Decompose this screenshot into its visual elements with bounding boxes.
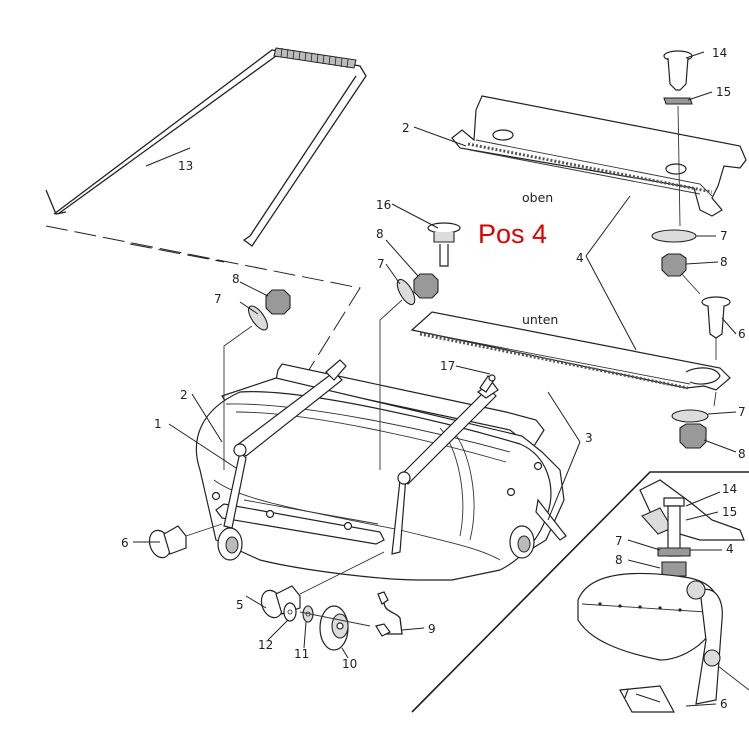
detail-callout-8: 8 bbox=[615, 553, 623, 567]
callout-10: 10 bbox=[342, 657, 357, 671]
detail-callout-labels: 14 15 7 8 4 7 6 bbox=[615, 482, 737, 711]
wheel-10 bbox=[319, 605, 349, 651]
callout-3: 3 bbox=[585, 431, 593, 445]
axle-guide bbox=[299, 611, 371, 627]
nut-washer-middle bbox=[379, 273, 439, 470]
spring-coil bbox=[273, 47, 357, 69]
washer-12 bbox=[283, 602, 297, 622]
label-oben: oben bbox=[522, 190, 553, 205]
screw-17 bbox=[479, 374, 496, 393]
callout-2-rail: 2 bbox=[402, 121, 410, 135]
callout-8-right-bottom: 8 bbox=[738, 447, 746, 461]
detail-inset bbox=[411, 471, 749, 713]
callout-1: 1 bbox=[154, 417, 162, 431]
wheel-left bbox=[217, 527, 243, 561]
callout-9: 9 bbox=[428, 622, 436, 636]
position-title: Pos 4 bbox=[478, 219, 547, 249]
callout-16: 16 bbox=[376, 198, 391, 212]
callout-7-mid: 7 bbox=[377, 257, 385, 271]
callout-5: 5 bbox=[236, 598, 244, 612]
callout-17: 17 bbox=[440, 359, 455, 373]
wheel-right bbox=[509, 525, 535, 559]
nut-washer-left bbox=[223, 289, 291, 470]
detail-callout-15: 15 bbox=[722, 505, 737, 519]
detail-callout-14: 14 bbox=[722, 482, 737, 496]
lower-brush-rail bbox=[410, 311, 731, 391]
upper-brush-rail bbox=[451, 95, 747, 217]
callout-7-left: 7 bbox=[214, 292, 222, 306]
callout-11: 11 bbox=[294, 647, 309, 661]
axle-9 bbox=[375, 591, 403, 637]
wire-handle-bracket bbox=[45, 47, 367, 247]
callout-8-left: 8 bbox=[232, 272, 240, 286]
callout-12: 12 bbox=[258, 638, 273, 652]
callout-7-right-top: 7 bbox=[720, 229, 728, 243]
leader-lines bbox=[133, 51, 737, 659]
bolt-16 bbox=[427, 222, 461, 267]
callout-6-left: 6 bbox=[121, 536, 129, 550]
callout-4: 4 bbox=[576, 251, 584, 265]
callout-8-right-top: 8 bbox=[720, 255, 728, 269]
callout-13: 13 bbox=[178, 159, 193, 173]
detail-callout-4: 4 bbox=[726, 542, 734, 556]
callout-6-right: 6 bbox=[738, 327, 746, 341]
callout-14: 14 bbox=[712, 46, 727, 60]
callout-labels: 13 2 2 1 4 3 6 5 8 7 16 8 7 17 14 15 7 8… bbox=[121, 46, 746, 671]
callout-7-right-bottom: 7 bbox=[738, 405, 746, 419]
label-unten: unten bbox=[522, 312, 558, 327]
callout-15: 15 bbox=[716, 85, 731, 99]
detail-callout-6: 6 bbox=[720, 697, 728, 711]
fastener-stack-top bbox=[651, 50, 731, 449]
callout-2-body: 2 bbox=[180, 388, 188, 402]
callout-8-mid: 8 bbox=[376, 227, 384, 241]
detail-callout-7: 7 bbox=[615, 534, 623, 548]
bolt-6-left bbox=[148, 523, 223, 559]
detail-callout-7-bottom: 7 bbox=[622, 687, 630, 701]
sweeper-housing bbox=[195, 359, 567, 581]
